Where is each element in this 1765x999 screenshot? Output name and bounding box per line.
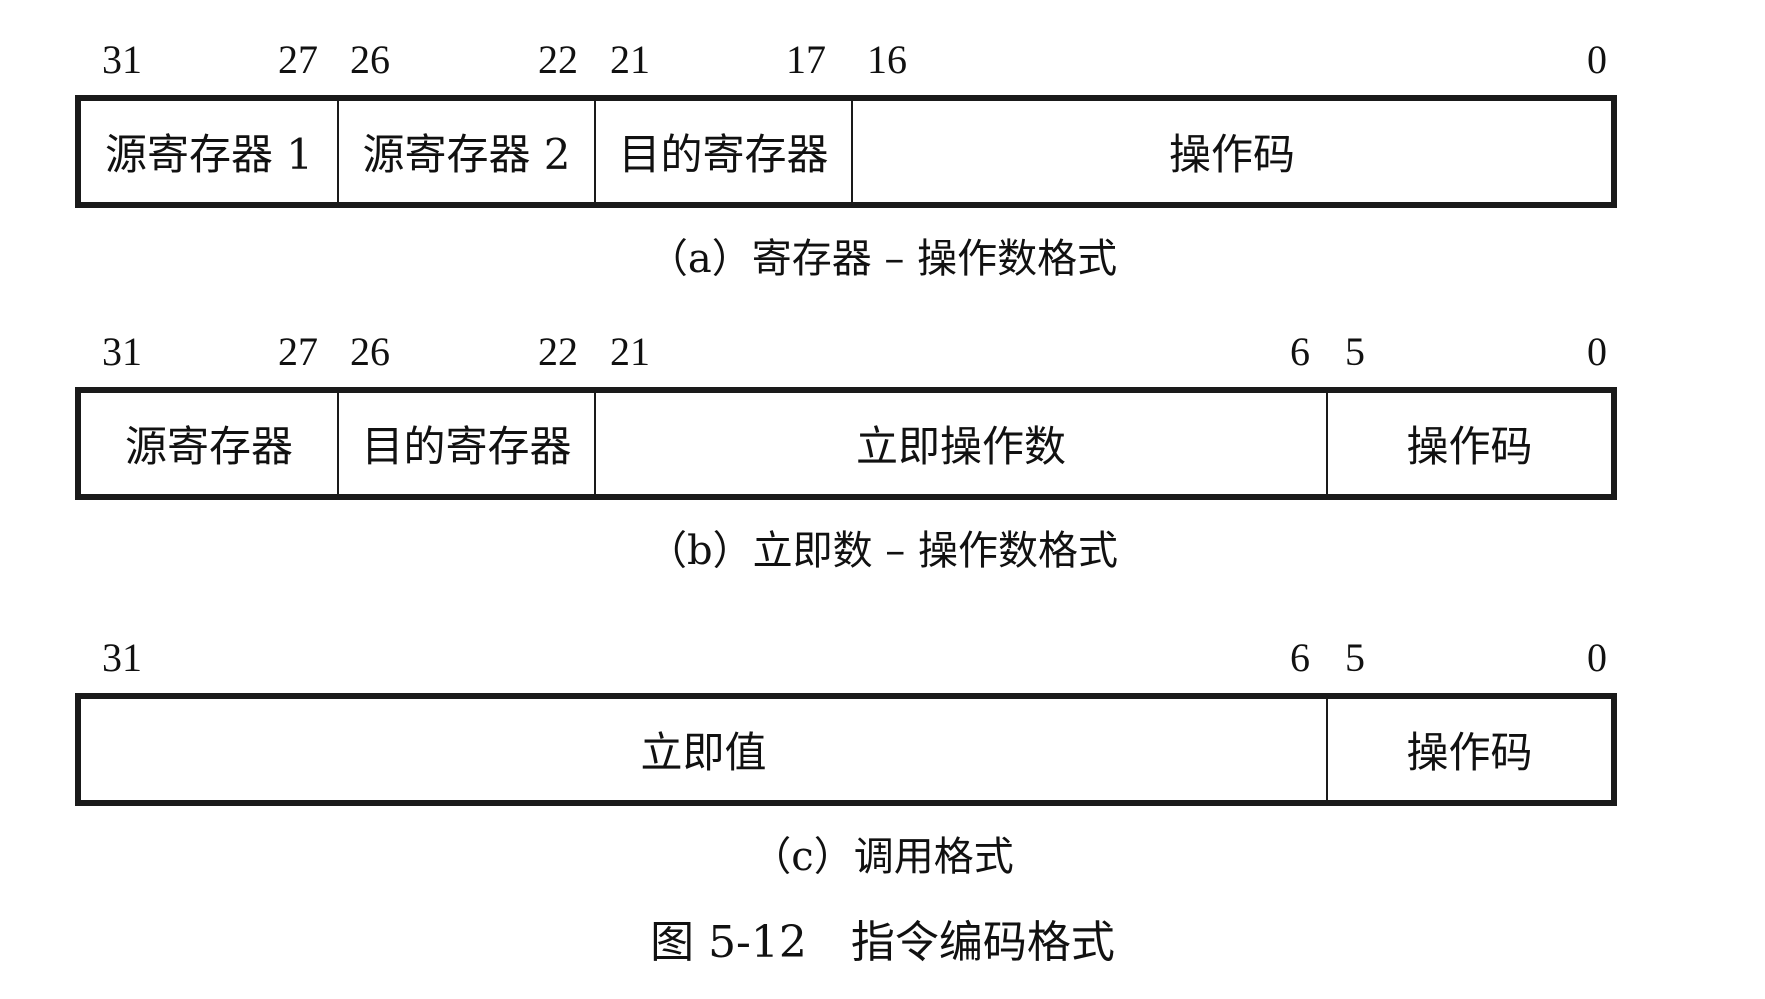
bit-label: 31 — [102, 329, 142, 374]
bit-label: 26 — [350, 329, 390, 374]
bit-label: 21 — [610, 37, 650, 82]
bit-label: 16 — [867, 37, 907, 82]
figure-title: 图 5-12 指令编码格式 — [650, 917, 1115, 968]
bit-label: 22 — [538, 329, 578, 374]
field-opcode: 操作码 — [1406, 422, 1533, 471]
field-destination-register: 目的寄存器 — [339, 393, 596, 494]
bit-label: 6 — [1290, 329, 1310, 374]
field-opcode: 操作码 — [1168, 130, 1295, 179]
instruction-field-row: 源寄存器 目的寄存器 立即操作数 操作码 — [75, 387, 1617, 500]
bit-label: 27 — [278, 329, 318, 374]
bit-label: 22 — [538, 37, 578, 82]
bit-label: 31 — [102, 635, 142, 680]
instruction-field-row: 源寄存器 1 源寄存器 2 目的寄存器 操作码 — [75, 95, 1617, 208]
bit-label: 5 — [1345, 329, 1365, 374]
bit-label: 6 — [1290, 635, 1310, 680]
field-source-register-2: 源寄存器 2 — [339, 101, 596, 202]
bit-label: 5 — [1345, 635, 1365, 680]
field-immediate-value: 立即值 — [81, 699, 1328, 800]
format-caption: （c）调用格式 — [751, 834, 1014, 880]
bit-label: 21 — [610, 329, 650, 374]
field-source-register-1: 源寄存器 1 — [81, 101, 339, 202]
instruction-field-row: 立即值 操作码 — [75, 693, 1617, 806]
bit-label: 27 — [278, 37, 318, 82]
field-opcode: 操作码 — [1406, 728, 1533, 777]
format-caption: （b）立即数 – 操作数格式 — [646, 528, 1119, 574]
bit-label: 31 — [102, 37, 142, 82]
bit-label: 0 — [1587, 329, 1607, 374]
format-caption: （a）寄存器 – 操作数格式 — [647, 236, 1118, 282]
field-source-register: 源寄存器 — [81, 393, 339, 494]
bit-label: 26 — [350, 37, 390, 82]
bit-label: 0 — [1587, 37, 1607, 82]
field-destination-register: 目的寄存器 — [596, 101, 853, 202]
bit-label: 0 — [1587, 635, 1607, 680]
bit-label: 17 — [786, 37, 826, 82]
field-immediate-operand: 立即操作数 — [596, 393, 1328, 494]
